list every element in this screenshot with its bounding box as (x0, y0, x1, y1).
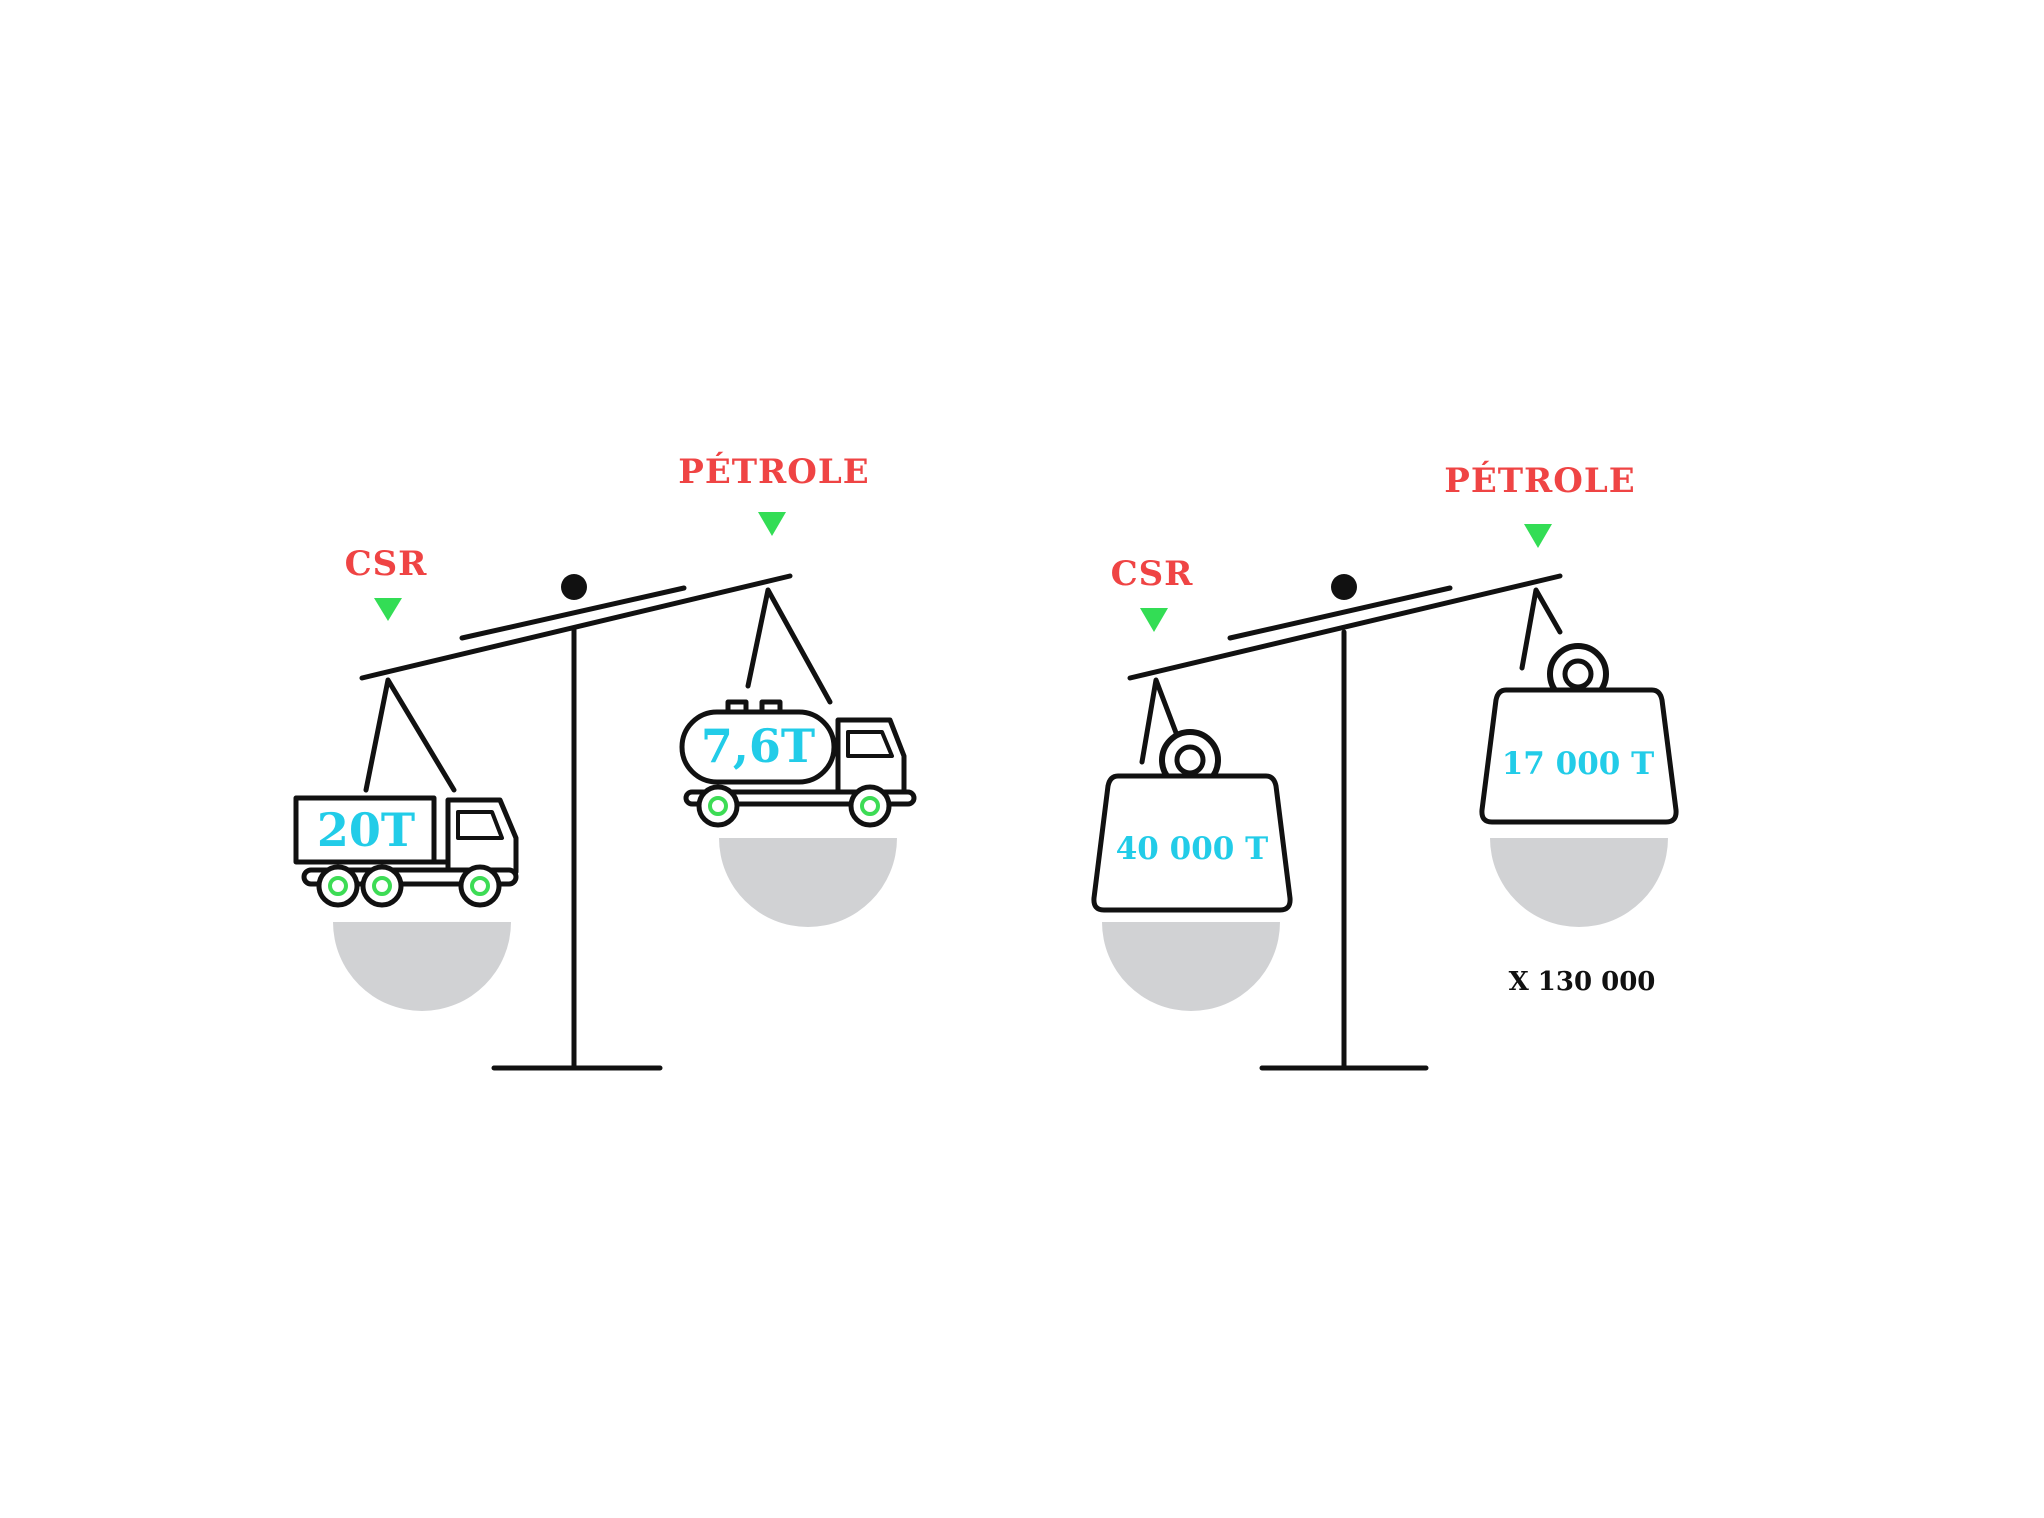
left-scale-right-label: PÉTROLE (678, 451, 869, 492)
right-scale-beam (1127, 573, 1563, 681)
right-scale-right-pan (1490, 838, 1668, 927)
left-scale-stand (491, 574, 663, 1071)
left-scale-right-pan (719, 838, 897, 927)
right-scale: CSR PÉTROLE 40 000 T 17 000 T X 130 000 (1091, 460, 1679, 1071)
left-scale-left-label: CSR (345, 544, 428, 584)
right-scale-left-marker (1140, 608, 1168, 632)
right-scale-right-marker (1524, 524, 1552, 548)
tanker-truck-icon (679, 699, 917, 828)
left-scale: CSR PÉTROLE 20T 7,6T (293, 451, 917, 1071)
truck-icon (293, 795, 519, 908)
left-scale-right-marker (758, 512, 786, 536)
left-scale-left-value: 20T (317, 803, 415, 857)
left-scale-right-value: 7,6T (701, 719, 815, 773)
weight-icon (1479, 643, 1679, 825)
left-scale-left-pan (333, 922, 511, 1011)
multiplier-text: X 130 000 (1509, 967, 1656, 997)
weight-icon (1091, 729, 1293, 913)
right-scale-right-value: 17 000 T (1502, 746, 1655, 782)
right-scale-left-value: 40 000 T (1116, 831, 1269, 867)
left-scale-left-marker (374, 598, 402, 621)
right-scale-left-pan (1102, 922, 1280, 1011)
left-scale-beam (359, 573, 793, 681)
right-scale-left-label: CSR (1111, 554, 1194, 594)
right-scale-right-label: PÉTROLE (1444, 460, 1635, 501)
right-scale-stand (1259, 574, 1429, 1071)
